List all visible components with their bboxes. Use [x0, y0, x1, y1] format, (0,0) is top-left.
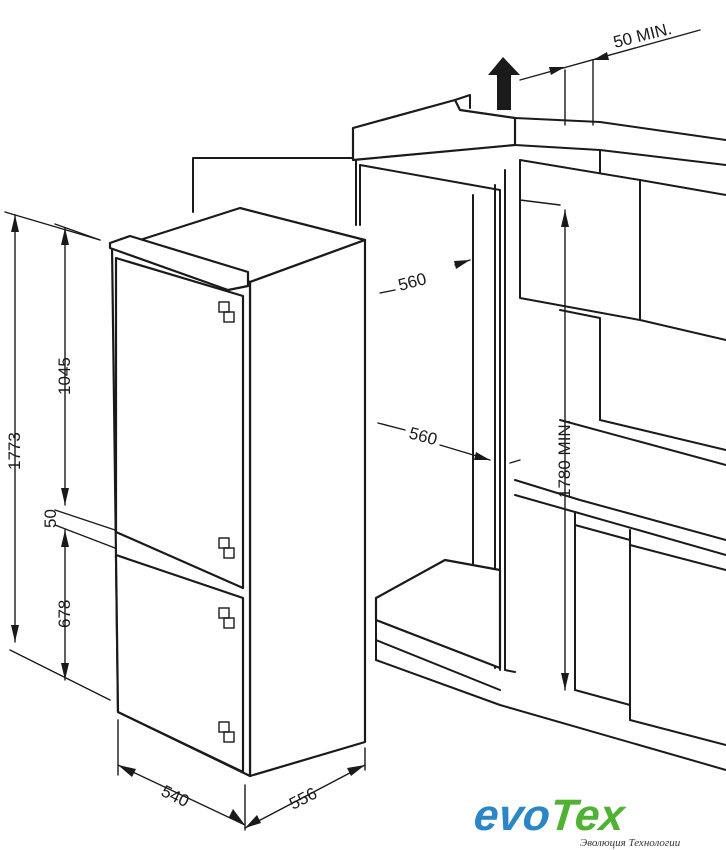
- door-hinge-brackets: [218, 301, 235, 743]
- svg-text:evoTex: evoTex: [472, 791, 630, 840]
- logo-brand-tex: Tex: [548, 791, 630, 840]
- dim-upper-door: 1045: [55, 357, 74, 395]
- refrigerator-body: [108, 206, 367, 778]
- dim-vent-gap: 50 MIN.: [611, 19, 673, 52]
- dimension-lines: [4, 29, 701, 831]
- dim-width: 540: [158, 782, 192, 812]
- logo-brand-evo: evo: [472, 791, 553, 840]
- lower-door: [114, 553, 245, 774]
- dim-lower-door: 678: [55, 600, 74, 628]
- upper-door: [114, 256, 245, 590]
- kitchen-cabinet-unit: [192, 94, 726, 771]
- dim-niche-depth-top: 560: [396, 269, 428, 295]
- dim-total-height: 1773: [5, 432, 24, 470]
- dim-depth: 556: [286, 784, 320, 814]
- dim-niche-depth-mid: 560: [407, 424, 439, 450]
- evotex-logo: evoTex Эволюция Технологии: [472, 791, 681, 849]
- dim-gap: 50: [41, 509, 60, 528]
- airflow-arrow: [488, 57, 520, 110]
- dimension-labels: 1773 1045 50 678 540 556 560 560 1780 MI…: [5, 19, 674, 814]
- dim-niche-height: 1780 MIN.: [555, 420, 574, 498]
- logo-tagline: Эволюция Технологии: [580, 837, 681, 849]
